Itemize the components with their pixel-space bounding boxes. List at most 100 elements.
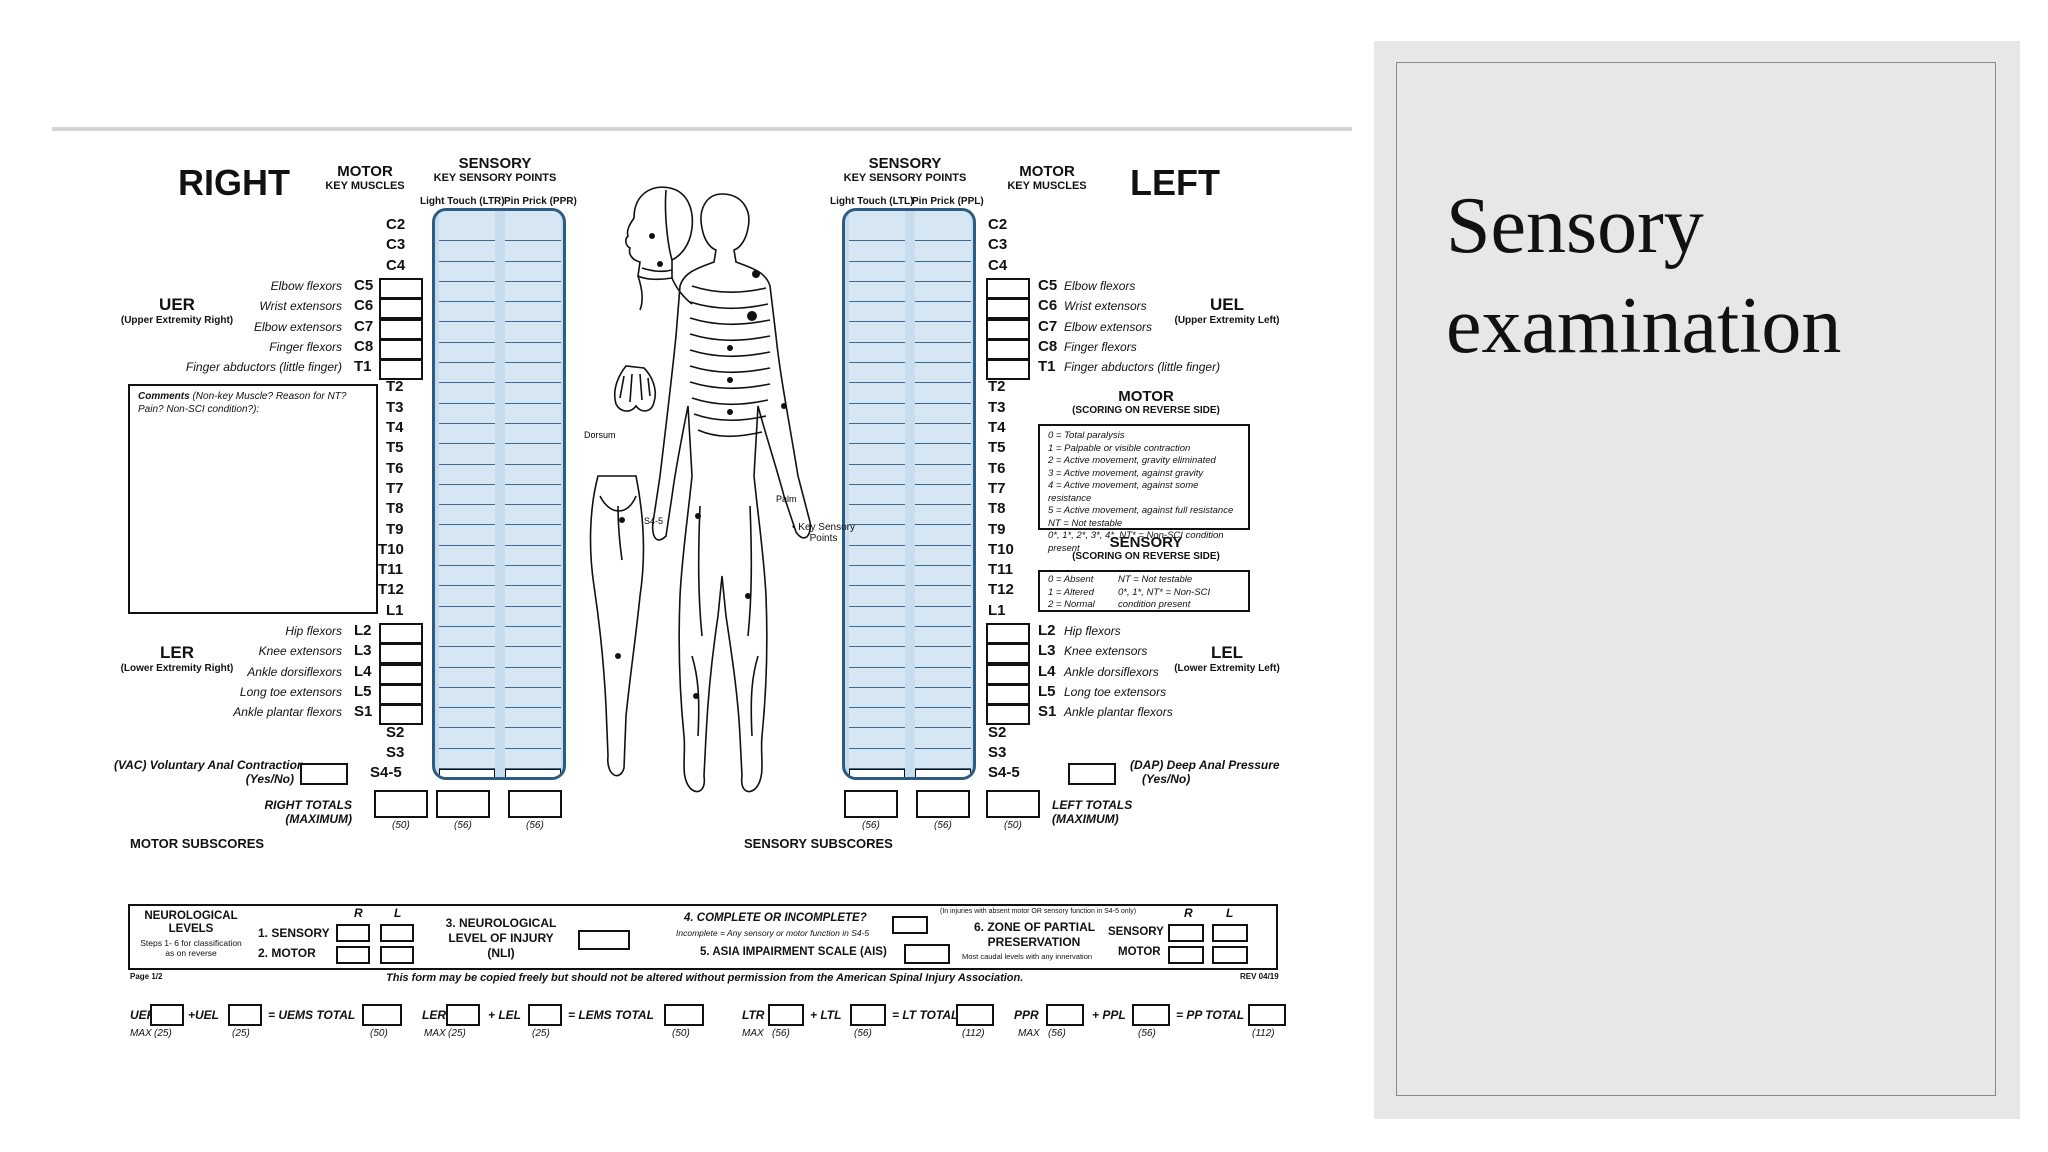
- left-pp-t10-cell[interactable]: [915, 546, 971, 567]
- right-lt-t9-cell[interactable]: [439, 526, 495, 546]
- right-motor-t1-input[interactable]: [379, 359, 423, 381]
- right-pp-c7-cell[interactable]: [505, 323, 561, 343]
- left-motor-l3-input[interactable]: [986, 643, 1030, 665]
- sub-uel-input[interactable]: [228, 1004, 262, 1026]
- left-pp-t9-cell[interactable]: [915, 526, 971, 546]
- left-lt-c5-cell[interactable]: [849, 282, 905, 303]
- right-pp-l2-cell[interactable]: [505, 627, 561, 648]
- left-lt-t2-cell[interactable]: [849, 383, 905, 404]
- right-pp-t6-cell[interactable]: [505, 465, 561, 485]
- right-pp-s3-cell[interactable]: [505, 749, 561, 770]
- right-lt-t5-cell[interactable]: [439, 444, 495, 465]
- left-lt-t6-cell[interactable]: [849, 465, 905, 485]
- left-lt-s2-cell[interactable]: [849, 729, 905, 749]
- left-lt-c7-cell[interactable]: [849, 323, 905, 343]
- right-lt-c5-cell[interactable]: [439, 282, 495, 303]
- left-lt-l5-cell[interactable]: [849, 688, 905, 709]
- left-lt-s3-cell[interactable]: [849, 749, 905, 770]
- right-pp-c4-cell[interactable]: [505, 262, 561, 282]
- left-pp-t6-cell[interactable]: [915, 465, 971, 485]
- left-lt-t3-cell[interactable]: [849, 404, 905, 424]
- left-motor-total[interactable]: [986, 790, 1040, 818]
- left-motor-l4-input[interactable]: [986, 663, 1030, 685]
- sub-lt-total-input[interactable]: [956, 1004, 994, 1026]
- right-pp-t8-cell[interactable]: [505, 505, 561, 526]
- left-motor-l5-input[interactable]: [986, 683, 1030, 705]
- right-lt-t8-cell[interactable]: [439, 505, 495, 526]
- left-pp-s3-cell[interactable]: [915, 749, 971, 770]
- right-pp-l4-cell[interactable]: [505, 668, 561, 688]
- left-pp-c2-cell[interactable]: [915, 221, 971, 242]
- sub-ltr-input[interactable]: [768, 1004, 804, 1026]
- left-lt-c8-cell[interactable]: [849, 343, 905, 364]
- sub-lems-input[interactable]: [664, 1004, 704, 1026]
- zpp-motor-left-input[interactable]: [1212, 946, 1248, 964]
- right-pp-t9-cell[interactable]: [505, 526, 561, 546]
- right-pp-t4-cell[interactable]: [505, 424, 561, 445]
- left-pp-l4-cell[interactable]: [915, 668, 971, 688]
- left-lt-l1-cell[interactable]: [849, 607, 905, 627]
- left-lt-s1-cell[interactable]: [849, 708, 905, 729]
- right-lt-c6-cell[interactable]: [439, 302, 495, 323]
- left-lt-t7-cell[interactable]: [849, 485, 905, 506]
- left-lt-l2-cell[interactable]: [849, 627, 905, 648]
- right-lt-c8-cell[interactable]: [439, 343, 495, 364]
- left-motor-l2-input[interactable]: [986, 623, 1030, 644]
- left-pp-total[interactable]: [916, 790, 970, 818]
- right-motor-c6-input[interactable]: [379, 298, 423, 320]
- right-pp-t7-cell[interactable]: [505, 485, 561, 506]
- right-lt-c3-cell[interactable]: [439, 241, 495, 262]
- left-motor-t1-input[interactable]: [986, 359, 1030, 381]
- right-lt-l1-cell[interactable]: [439, 607, 495, 627]
- left-pp-s1-cell[interactable]: [915, 708, 971, 729]
- right-lt-t3-cell[interactable]: [439, 404, 495, 424]
- left-pp-c3-cell[interactable]: [915, 241, 971, 262]
- left-motor-s1-input[interactable]: [986, 704, 1030, 726]
- sub-ltl-input[interactable]: [850, 1004, 886, 1026]
- right-lt-t11-cell[interactable]: [439, 566, 495, 587]
- right-lt-t2-cell[interactable]: [439, 383, 495, 404]
- left-lt-t1-cell[interactable]: [849, 363, 905, 384]
- sensory-level-right-input[interactable]: [336, 924, 370, 942]
- sub-ler-input[interactable]: [446, 1004, 480, 1026]
- right-pp-t10-cell[interactable]: [505, 546, 561, 567]
- left-pp-t7-cell[interactable]: [915, 485, 971, 506]
- left-pp-t12-cell[interactable]: [915, 586, 971, 607]
- right-motor-l3-input[interactable]: [379, 643, 423, 665]
- left-pp-l1-cell[interactable]: [915, 607, 971, 627]
- left-lt-c3-cell[interactable]: [849, 241, 905, 262]
- left-lt-t12-cell[interactable]: [849, 586, 905, 607]
- left-pp-c6-cell[interactable]: [915, 302, 971, 323]
- zpp-sensory-left-input[interactable]: [1212, 924, 1248, 942]
- left-pp-c5-cell[interactable]: [915, 282, 971, 303]
- motor-level-right-input[interactable]: [336, 946, 370, 964]
- sub-uer-input[interactable]: [150, 1004, 184, 1026]
- right-pp-l1-cell[interactable]: [505, 607, 561, 627]
- right-pp-t2-cell[interactable]: [505, 383, 561, 404]
- left-pp-t11-cell[interactable]: [915, 566, 971, 587]
- sub-ppl-input[interactable]: [1132, 1004, 1170, 1026]
- right-pp-s1-cell[interactable]: [505, 708, 561, 729]
- left-lt-t5-cell[interactable]: [849, 444, 905, 465]
- sub-pp-total-input[interactable]: [1248, 1004, 1286, 1026]
- right-motor-l2-input[interactable]: [379, 623, 423, 644]
- left-pp-t5-cell[interactable]: [915, 444, 971, 465]
- left-lt-t4-cell[interactable]: [849, 424, 905, 445]
- left-pp-s45-cell[interactable]: [915, 769, 971, 777]
- right-lt-s1-cell[interactable]: [439, 708, 495, 729]
- right-pp-t12-cell[interactable]: [505, 586, 561, 607]
- right-pp-c2-cell[interactable]: [505, 221, 561, 242]
- left-pp-l2-cell[interactable]: [915, 627, 971, 648]
- right-lt-t4-cell[interactable]: [439, 424, 495, 445]
- left-lt-c4-cell[interactable]: [849, 262, 905, 282]
- right-lt-s45-cell[interactable]: [439, 769, 495, 777]
- right-lt-total[interactable]: [436, 790, 490, 818]
- right-pp-c8-cell[interactable]: [505, 343, 561, 364]
- right-lt-t6-cell[interactable]: [439, 465, 495, 485]
- right-motor-c7-input[interactable]: [379, 318, 423, 340]
- right-motor-total[interactable]: [374, 790, 428, 818]
- comments-box[interactable]: Comments (Non-key Muscle? Reason for NT?…: [128, 384, 378, 614]
- left-motor-c6-input[interactable]: [986, 298, 1030, 320]
- right-lt-t10-cell[interactable]: [439, 546, 495, 567]
- left-motor-c5-input[interactable]: [986, 277, 1030, 299]
